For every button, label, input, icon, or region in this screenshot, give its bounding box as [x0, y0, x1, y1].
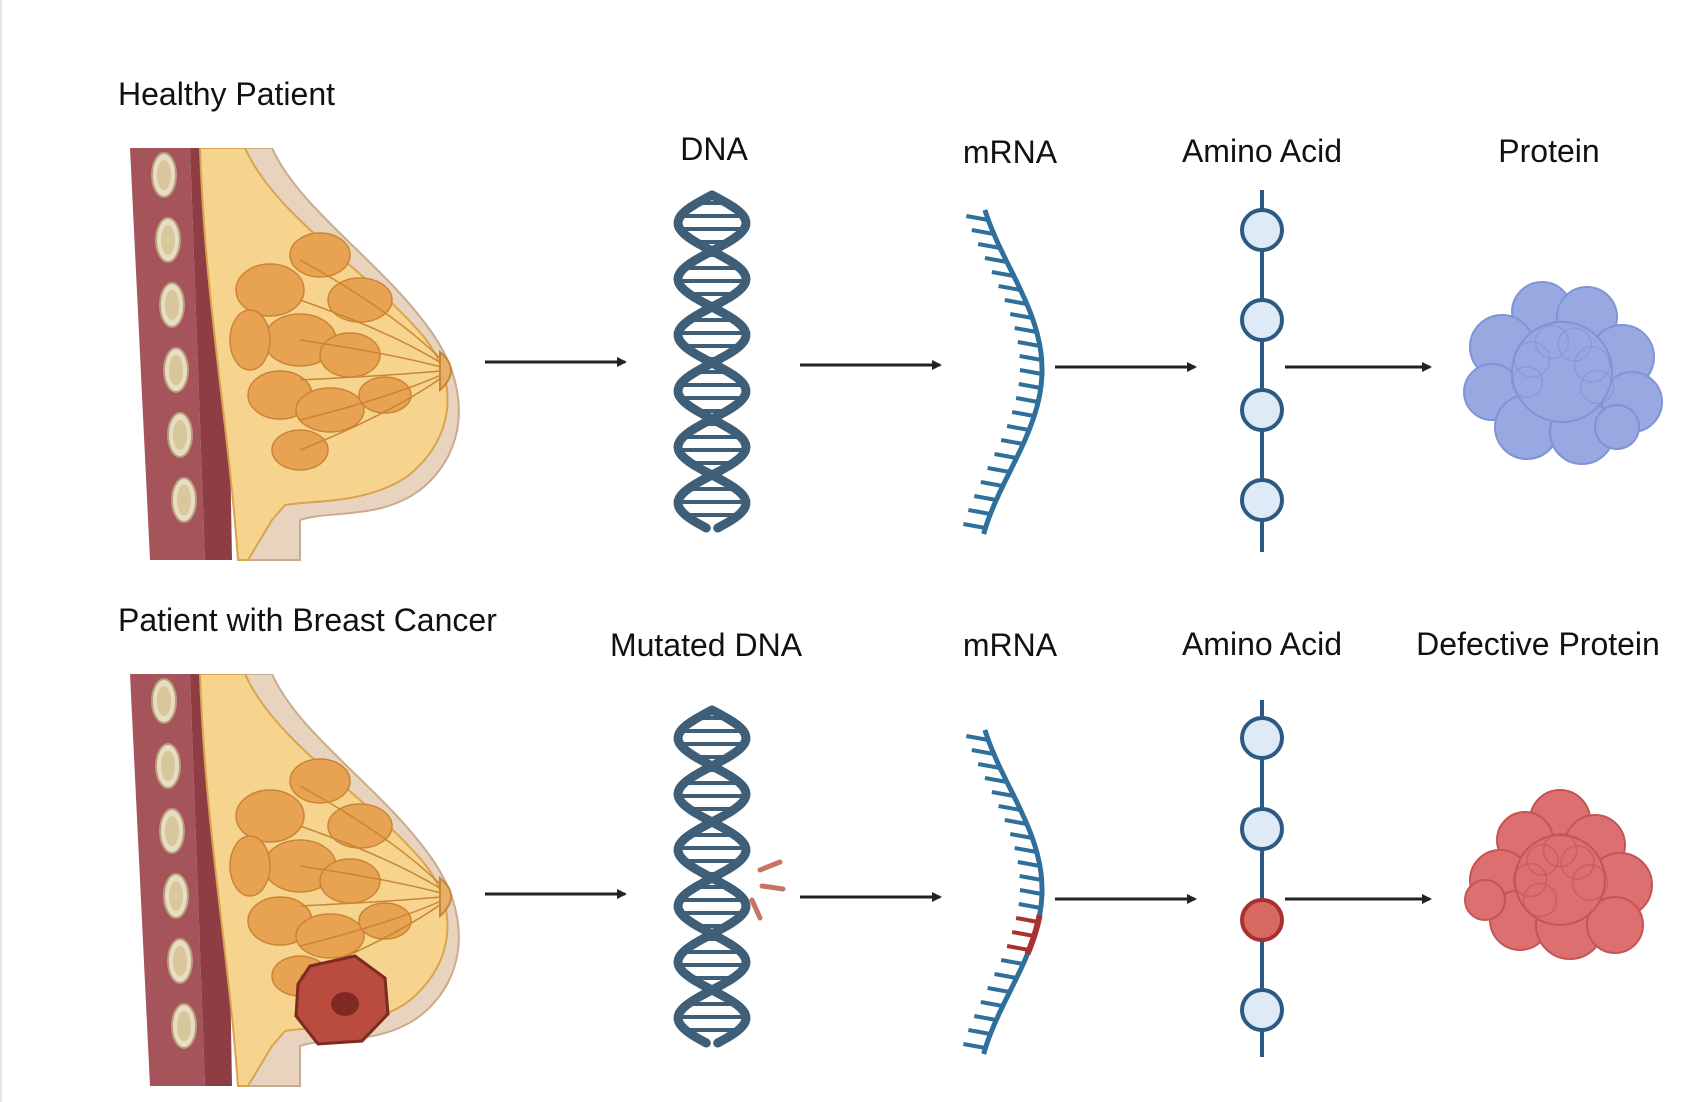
amino-acid [1240, 988, 1284, 1032]
step-label-dna: DNA [680, 131, 748, 167]
step-label-amino-acid: Amino Acid [1181, 133, 1343, 169]
row-title-healthy: Healthy Patient [118, 76, 336, 112]
breast-anatomy-icon [130, 674, 460, 1087]
mutation-spark-icon [749, 859, 786, 921]
mrna-strand-icon [963, 209, 1045, 535]
amino-acid-mutated [1240, 898, 1284, 942]
step-label-mrna: mRNA [962, 134, 1058, 170]
row-1 [130, 674, 1653, 1087]
amino-acid [1240, 478, 1284, 522]
amino-acid-chain-icon [1240, 190, 1284, 552]
protein-blob-icon [1464, 789, 1653, 960]
amino-acid [1240, 807, 1284, 851]
left-border [0, 0, 2, 1102]
step-label-mutated-dna: Mutated DNA [609, 627, 803, 663]
amino-acid [1240, 388, 1284, 432]
row-0 [130, 148, 1663, 561]
breast-anatomy-icon [130, 148, 460, 561]
amino-acid [1240, 208, 1284, 252]
step-label-protein: Protein [1498, 133, 1600, 169]
mrna-strand-icon [963, 729, 1045, 1055]
row-title-cancer: Patient with Breast Cancer [118, 602, 497, 638]
step-label-defective-protein: Defective Protein [1416, 626, 1660, 662]
amino-acid-chain-icon [1240, 700, 1284, 1057]
step-label-amino-acid-2: Amino Acid [1181, 626, 1343, 662]
protein-blob-icon [1463, 281, 1663, 465]
dna-helix-icon [673, 705, 786, 1048]
step-label-mrna-2: mRNA [962, 627, 1058, 663]
amino-acid [1240, 298, 1284, 342]
amino-acid [1240, 716, 1284, 760]
dna-helix-icon [673, 190, 751, 533]
